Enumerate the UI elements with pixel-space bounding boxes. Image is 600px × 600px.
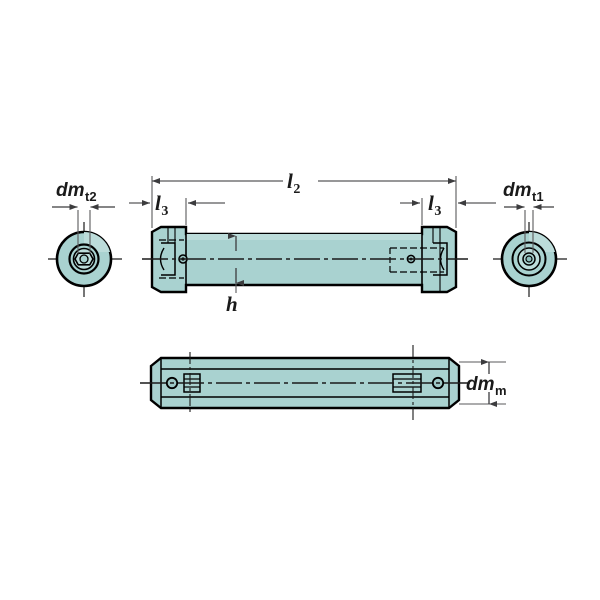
l2-label-base: l (287, 169, 293, 193)
dm-t2-label-base: dm (56, 180, 85, 201)
l3-right-label-sub: 3 (434, 204, 441, 219)
l3-left-label: l3 (155, 191, 168, 219)
dimension-l2: l2 (152, 169, 456, 197)
left-end-view (48, 210, 122, 297)
right-end-view (493, 210, 567, 297)
dm-t2-label: dmt2 (56, 180, 97, 204)
l3-right-label: l3 (428, 191, 441, 219)
l2-label: l2 (287, 169, 300, 197)
dm-m-label-base: dm (466, 374, 495, 395)
dimension-l3-left: l3 (129, 191, 225, 219)
h-label: h (226, 292, 238, 316)
l3-left-label-sub: 3 (161, 204, 168, 219)
dimension-h: h (226, 233, 244, 316)
dimension-dm-t2: dmt2 (52, 180, 115, 210)
left-view-socket-pilot (79, 254, 89, 264)
dm-t1-label-sub: t1 (532, 189, 544, 204)
side-view (142, 225, 468, 294)
l2-label-sub: 2 (293, 182, 300, 197)
dm-t2-label-sub: t2 (85, 189, 97, 204)
dimension-l3-right: l3 (400, 191, 496, 219)
dm-t1-label-base: dm (503, 180, 532, 201)
dimension-dm-m: dmm (459, 359, 507, 407)
side-view-right-head-detail (389, 227, 448, 292)
l3-left-label-base: l (155, 191, 161, 215)
dm-t1-label: dmt1 (503, 180, 544, 204)
dm-m-label-sub: m (495, 383, 507, 398)
side-view-top-highlight (186, 234, 422, 240)
top-view (140, 345, 470, 422)
side-view-extension-lines (151, 176, 457, 228)
dimension-dm-t1: dmt1 (503, 180, 554, 210)
dm-m-label: dmm (466, 374, 507, 398)
right-view-socket-pilot (525, 255, 533, 263)
l3-right-label-base: l (428, 191, 434, 215)
